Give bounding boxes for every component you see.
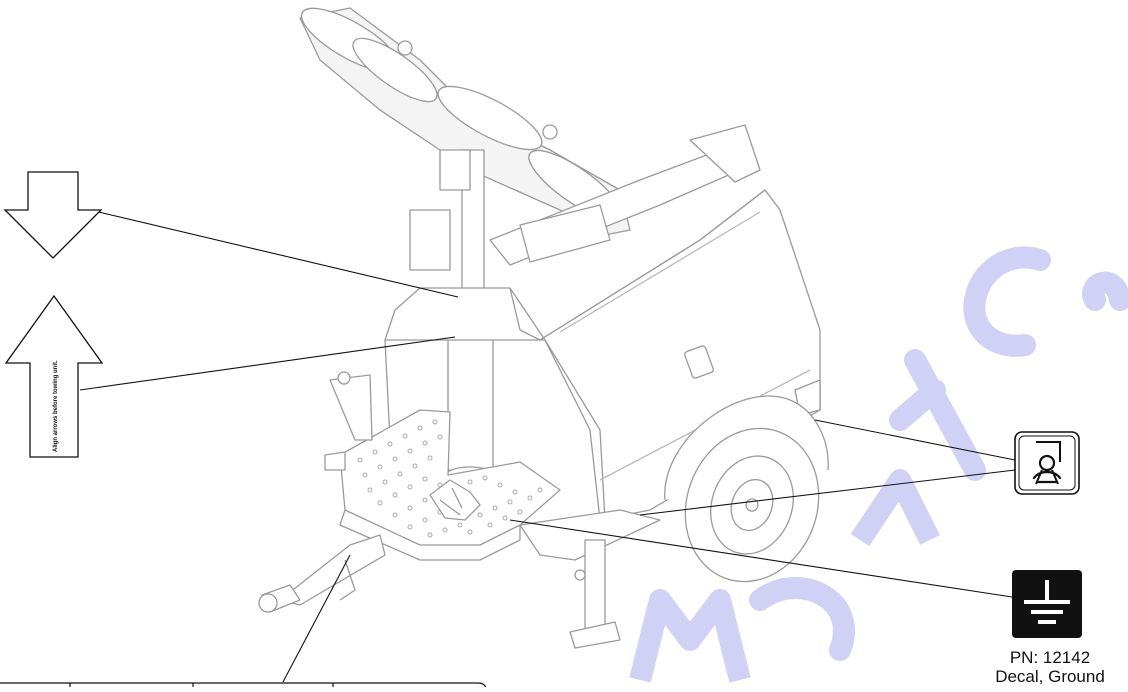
ground-decal-icon [1014,431,1080,495]
bottom-table-strip [0,682,487,691]
wheel [664,395,829,583]
tow-tongue [258,371,386,613]
lamp-heads [299,7,636,236]
leader-line-ground-symbol [509,519,1013,598]
up-arrow-icon [4,294,104,458]
light-tower-trailer [258,7,829,649]
leader-line-down-arrow [89,209,459,298]
leader-line-ground-decal-2 [639,469,1016,516]
watermark [629,246,1128,683]
ground-decal-name: Decal, Ground [995,667,1105,686]
arrow-decal-text: Align arrows before towing unit. [53,360,59,452]
leader-line-tongue-label [282,554,351,683]
leader-line-up-arrow [79,336,456,391]
down-arrow-icon [3,171,103,259]
leader-line-ground-decal-1 [814,419,1016,461]
leader-lines [79,209,1016,683]
down-arrow-decal [3,171,103,259]
frame-rails [489,124,761,266]
rear-frame [519,509,661,649]
ground-symbol-icon [1012,570,1082,638]
ground-decal-part-number: PN: 12142 [1009,648,1091,667]
up-arrow-decal: Align arrows before towing unit. [4,294,104,458]
step-platform [339,409,561,561]
